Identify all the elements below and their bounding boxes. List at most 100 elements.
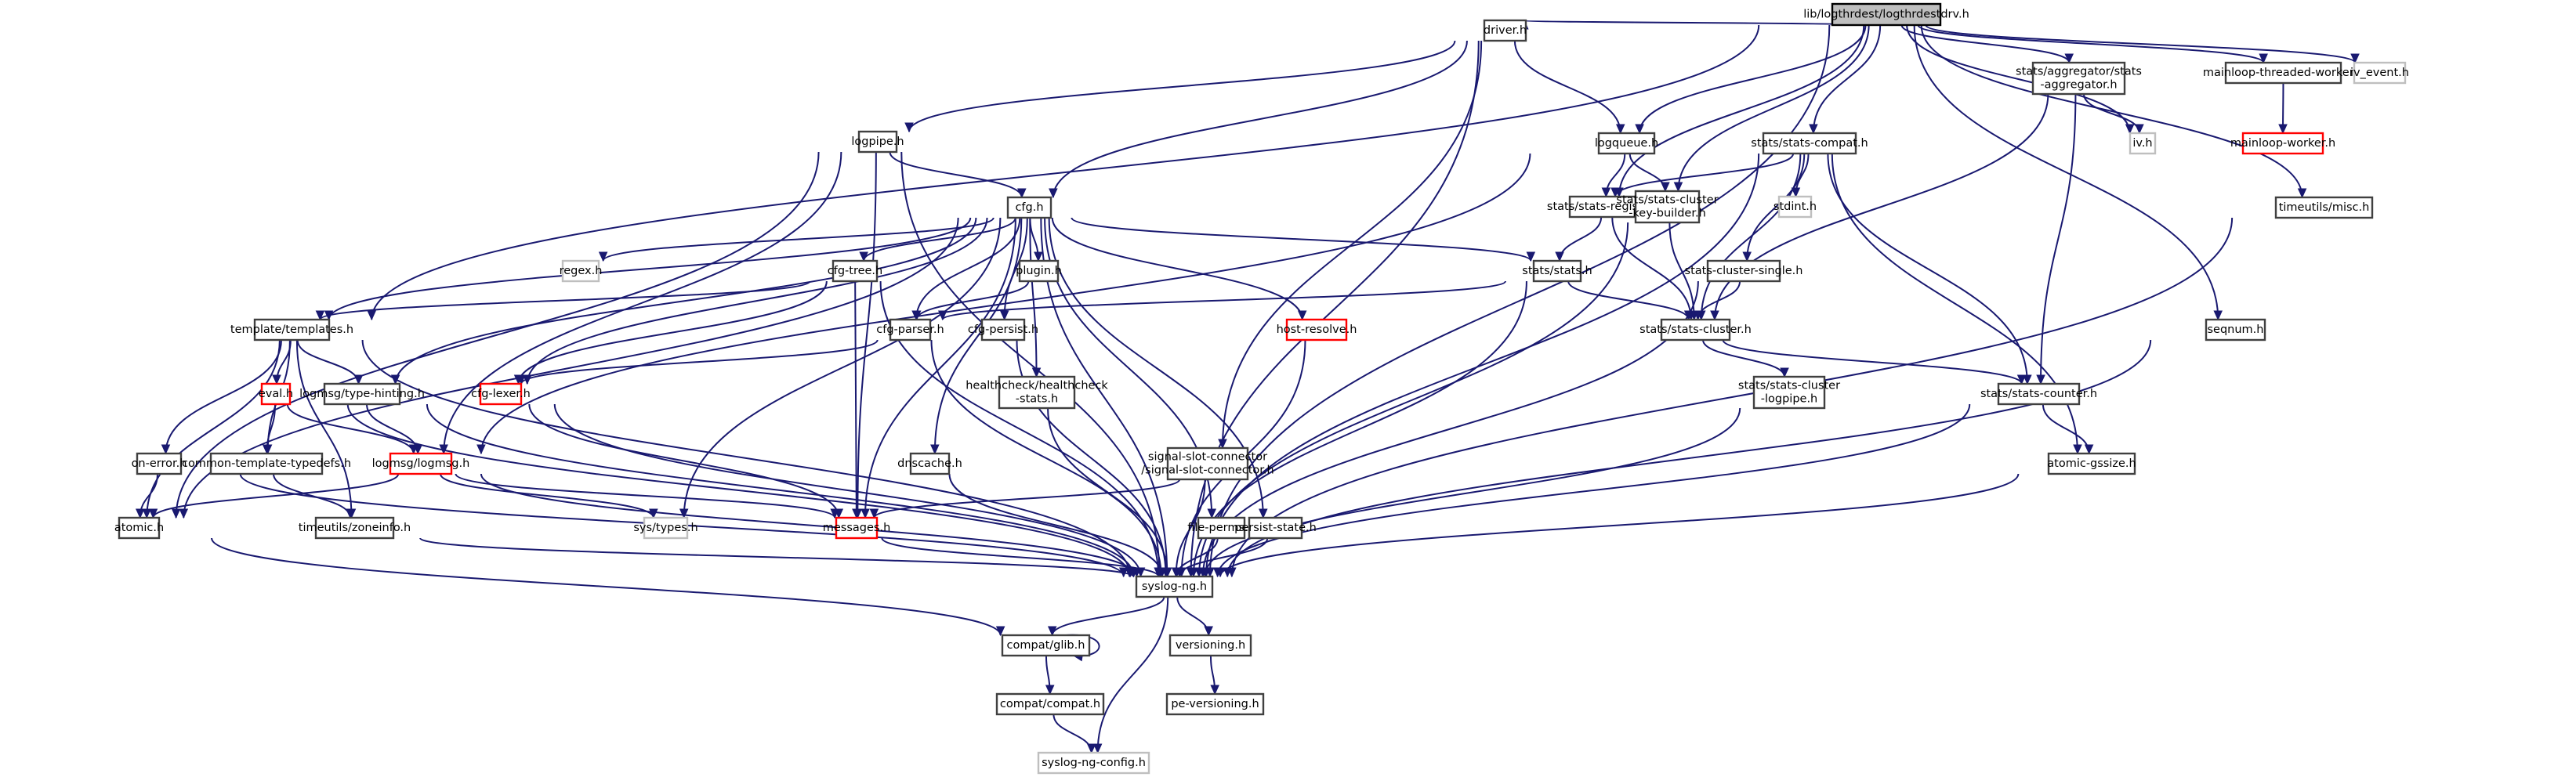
node-atomic[interactable]: atomic.h	[114, 516, 164, 540]
node-statscompat[interactable]: stats/stats-compat.h	[1751, 132, 1868, 155]
node-peversioning[interactable]: pe-versioning.h	[1165, 692, 1265, 716]
edge-logpipe-to-cfg	[889, 151, 1023, 198]
node-cfgparser[interactable]: cfg-parser.h	[876, 318, 944, 342]
node-root[interactable]: lib/logthrdest/logthrdestdrv.h	[1803, 2, 1969, 27]
arrowhead-cfg-to-regex	[598, 251, 608, 262]
node-cluster[interactable]: stats/stats-cluster.h	[1639, 318, 1752, 342]
node-gssize[interactable]: atomic-gssize.h	[2047, 452, 2136, 475]
node-versioning[interactable]: versioning.h	[1168, 634, 1252, 657]
node-label: healthcheck/healthcheck	[966, 380, 1108, 392]
node-box	[1706, 259, 1781, 283]
arrowhead-cfgtree-to-messages	[852, 508, 861, 519]
node-tmisc[interactable]: timeutils/misc.h	[2274, 196, 2374, 219]
edge-templates-to-onerror	[165, 339, 282, 454]
edge-ssc-to-syslogng	[1175, 479, 1206, 577]
node-box	[1634, 190, 1701, 224]
node-box	[209, 452, 324, 475]
node-ivh[interactable]: iv.h	[2129, 132, 2157, 155]
edge-cfgparser-to-cfglexer	[520, 339, 879, 385]
edge-driver-to-ssc	[1221, 40, 1483, 449]
node-box	[2224, 61, 2342, 85]
node-ivevent[interactable]: iv_event.h	[2350, 61, 2409, 85]
arrowhead-cfg-to-messages	[860, 508, 870, 519]
arrowhead-aggregator-to-counter	[2036, 374, 2045, 385]
node-cfg[interactable]: cfg.h	[1006, 196, 1053, 219]
node-label: dnscache.h	[897, 457, 962, 470]
node-cfglexer[interactable]: cfg-lexer.h	[471, 382, 531, 406]
node-clsingle[interactable]: stats-cluster-single.h	[1685, 259, 1803, 283]
edge-plugin-to-cfgparser	[915, 280, 1030, 320]
node-keybuilder[interactable]: stats/stats-cluster-key-builder.h	[1616, 190, 1719, 224]
node-messages[interactable]: messages.h	[823, 516, 891, 540]
node-config[interactable]: syslog-ng-config.h	[1037, 751, 1150, 775]
node-fileperms[interactable]: file-perms.h	[1187, 516, 1255, 540]
node-label: driver.h	[1484, 24, 1527, 37]
node-logmsg[interactable]: logmsg/logmsg.h	[372, 452, 470, 475]
node-label: -aggregator.h	[2040, 79, 2117, 92]
arrowhead-atomic-to-glib	[995, 626, 1005, 637]
edge-cfg-to-persist	[1048, 217, 1264, 519]
node-ssc[interactable]: signal-slot-connector/signal-slot-connec…	[1141, 446, 1274, 481]
node-cfgpersist[interactable]: cfg-persist.h	[968, 318, 1038, 342]
node-zoneinfo[interactable]: timeutils/zoneinfo.h	[299, 516, 411, 540]
node-box	[998, 375, 1076, 410]
arrowhead-onerror-to-atomic	[135, 508, 145, 519]
edge-cllogpipe-to-syslogng	[1204, 407, 1741, 577]
node-label: host-resolve.h	[1277, 323, 1357, 336]
node-hostres[interactable]: host-resolve.h	[1277, 318, 1357, 342]
node-box	[995, 692, 1105, 716]
node-persist[interactable]: persist-state.h	[1234, 516, 1317, 540]
node-mlworker[interactable]: mainloop-worker.h	[2230, 132, 2335, 155]
edge-templates-to-syslogng	[361, 339, 1132, 577]
node-box	[2129, 132, 2157, 155]
arrowhead-driver-to-logqueue	[1615, 124, 1625, 135]
node-compat[interactable]: compat/compat.h	[995, 692, 1105, 716]
edge-root-to-ivh	[1906, 24, 2131, 134]
node-cllogpipe[interactable]: stats/stats-cluster-logpipe.h	[1738, 375, 1840, 410]
node-health[interactable]: healthcheck/healthcheck-stats.h	[966, 375, 1108, 410]
node-evalh[interactable]: eval.h	[259, 382, 293, 406]
node-mtw[interactable]: mainloop-threaded-worker.h	[2203, 61, 2364, 85]
node-logpipe[interactable]: logpipe.h	[851, 130, 904, 154]
edge-root-to-tmisc	[1920, 24, 2303, 198]
node-stdint[interactable]: stdint.h	[1773, 195, 1817, 219]
node-box	[260, 382, 292, 406]
node-systypes[interactable]: sys/types.h	[633, 516, 698, 540]
node-glib[interactable]: compat/glib.h	[1001, 634, 1091, 657]
edge-cfg-to-templates	[328, 217, 972, 320]
node-label: stats/stats-counter.h	[1980, 388, 2097, 400]
node-ctt[interactable]: common-template-typedefs.h	[182, 452, 351, 475]
node-label: -logpipe.h	[1761, 393, 1818, 406]
arrowhead-health-to-syslogng	[1162, 567, 1172, 578]
arrowhead-root-to-templates	[367, 310, 377, 321]
arrowhead-cluster-to-counter	[2016, 374, 2027, 385]
edge-logpipe-to-messages	[857, 151, 877, 519]
node-logqueue[interactable]: logqueue.h	[1595, 132, 1658, 155]
arrowhead-syslogng-to-versioning	[1204, 626, 1213, 637]
node-seqnum[interactable]: seqnum.h	[2205, 318, 2266, 342]
edge-statsh-to-cluster	[1567, 280, 1690, 320]
node-driver[interactable]: driver.h	[1483, 19, 1527, 42]
edge-root-to-syslogng	[1208, 24, 1831, 577]
node-onerror[interactable]: on-error.h	[132, 452, 187, 475]
node-dnscache[interactable]: dnscache.h	[897, 452, 962, 475]
node-cfgtree[interactable]: cfg-tree.h	[828, 259, 882, 283]
arrowhead-syslogng-to-glib	[1047, 626, 1057, 637]
node-label: compat/compat.h	[1000, 698, 1100, 710]
node-statsh[interactable]: stats/stats.h	[1522, 259, 1592, 283]
edge-evalh-to-syslogng	[346, 403, 1131, 577]
node-box	[1285, 318, 1348, 342]
edge-cfglexer-to-messages	[528, 403, 840, 519]
node-templates[interactable]: template/templates.h	[230, 318, 353, 342]
node-typehint[interactable]: logmsg/type-hinting.h	[299, 382, 425, 406]
edge-cfg-to-cfglexer	[526, 217, 988, 385]
node-box	[980, 318, 1026, 342]
edge-cluster-to-cllogpipe	[1702, 339, 1786, 378]
node-counter[interactable]: stats/stats-counter.h	[1980, 382, 2097, 406]
node-box	[1001, 634, 1091, 657]
node-plugin[interactable]: plugin.h	[1016, 259, 1062, 283]
node-syslogng[interactable]: syslog-ng.h	[1135, 575, 1214, 598]
node-regex[interactable]: regex.h	[560, 259, 603, 283]
node-aggregator[interactable]: stats/aggregator/stats-aggregator.h	[2016, 61, 2142, 96]
edge-persist-to-syslogng	[1178, 537, 1269, 577]
